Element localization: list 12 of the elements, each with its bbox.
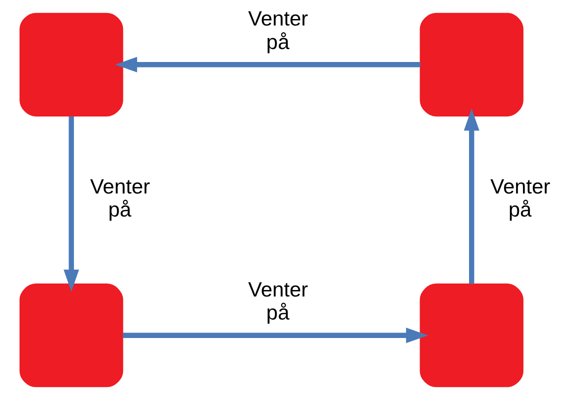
edge-label: Venter på <box>248 8 308 54</box>
arrow <box>64 116 80 292</box>
node-box <box>20 284 124 388</box>
edge-label: Venter på <box>490 175 550 222</box>
edge-label: Venter på <box>248 278 308 325</box>
node-box <box>20 12 124 116</box>
node-box <box>420 12 524 116</box>
edge-label: Venter på <box>90 175 150 222</box>
arrow <box>115 56 420 72</box>
arrow <box>122 328 428 344</box>
node-box <box>420 284 524 388</box>
arrow <box>464 108 480 284</box>
